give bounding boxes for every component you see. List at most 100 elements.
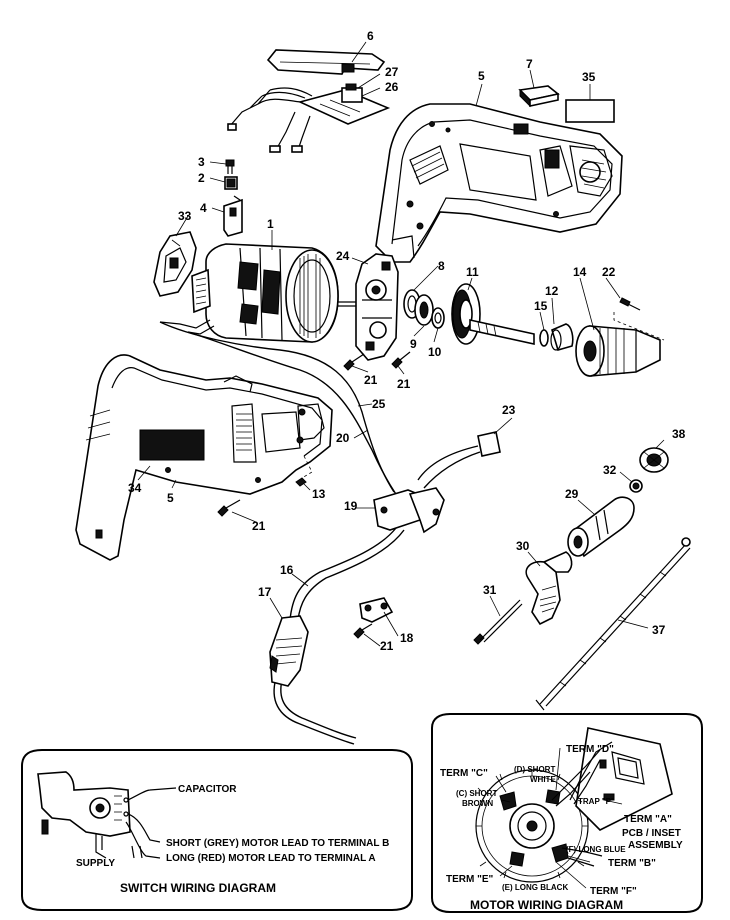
term-a-label: TERM "A" (624, 814, 672, 825)
leader-lines (137, 41, 665, 647)
callout-21b: 21 (397, 377, 411, 391)
part-24-bearing-plate (355, 253, 399, 361)
callout-3: 3 (198, 155, 205, 169)
callout-27: 27 (385, 65, 399, 79)
callout-2: 2 (198, 171, 205, 185)
lead-a-label: LONG (RED) MOTOR LEAD TO TERMINAL A (166, 853, 376, 864)
capacitor-label: CAPACITOR (178, 784, 237, 795)
callout-26: 26 (385, 80, 399, 94)
part-25-20-leads (159, 321, 401, 501)
part-2-brush (224, 176, 238, 190)
part-15-washer (539, 329, 549, 347)
term-e-label: TERM "E" (446, 874, 494, 885)
callout-numbers: 6 27 26 5 7 35 3 2 4 33 1 24 8 11 12 14 … (128, 29, 686, 653)
callout-19: 19 (344, 499, 358, 513)
callout-1: 1 (267, 217, 274, 231)
part-4-bracket (223, 195, 243, 237)
callout-8: 8 (438, 259, 445, 273)
long-black-label: (E) LONG BLACK (502, 883, 568, 892)
short-white-label-1: (D) SHORT (514, 765, 555, 774)
part-18-clamp (359, 597, 394, 623)
callout-30: 30 (516, 539, 530, 553)
part-17-strain-relief (269, 615, 309, 687)
callout-11: 11 (466, 265, 479, 279)
part-22-screw (613, 297, 665, 341)
part-1-motor (159, 243, 356, 343)
part-5-housing-right (375, 103, 623, 263)
callout-16: 16 (280, 563, 294, 577)
part-21-screw-d (353, 623, 373, 639)
callout-20: 20 (336, 431, 350, 445)
callout-15: 15 (534, 299, 548, 313)
part-3-screw (225, 159, 235, 174)
part-11-gear-spindle (451, 283, 535, 345)
part-21-screw-c (217, 499, 241, 517)
callout-37: 37 (652, 623, 666, 637)
callout-17: 17 (258, 585, 272, 599)
callout-7: 7 (526, 57, 533, 71)
callout-13: 13 (312, 487, 326, 501)
callout-10: 10 (428, 345, 442, 359)
callout-35: 35 (582, 70, 596, 84)
part-13-screw (295, 477, 307, 487)
short-brown-label-1: (C) SHORT (456, 789, 497, 798)
trap-p-label: TRAP "P" (578, 797, 615, 806)
term-f-label: TERM "F" (590, 886, 637, 897)
callout-32: 32 (603, 463, 617, 477)
switch-diagram-title: SWITCH WIRING DIAGRAM (120, 881, 276, 895)
pcb-label-1: PCB / INSET (622, 828, 681, 839)
callout-25: 25 (372, 397, 386, 411)
part-32-nut (629, 479, 643, 493)
part-23-connector (417, 431, 501, 489)
pcb-label-2: ASSEMBLY (628, 840, 683, 851)
callout-29: 29 (565, 487, 579, 501)
part-21-screw-a (343, 353, 365, 371)
term-b-label: TERM "B" (608, 858, 656, 869)
motor-wiring-diagram: TERM "D" TERM "C" (D) SHORT WHITE (C) SH… (431, 713, 703, 913)
callout-12: 12 (545, 284, 559, 298)
part-33-brush-holder (153, 231, 197, 297)
callout-6: 6 (367, 29, 374, 43)
callout-38: 38 (672, 427, 686, 441)
part-26-27-switch-pcb (227, 83, 391, 153)
callout-21a: 21 (364, 373, 378, 387)
part-30-handle-clamp (525, 551, 573, 626)
short-brown-label-2: BROWN (462, 799, 493, 808)
part-31-bolt (473, 599, 523, 645)
lead-b-label: SHORT (GREY) MOTOR LEAD TO TERMINAL B (166, 838, 389, 849)
part-16-power-cord (273, 527, 405, 745)
part-29-side-handle (567, 496, 635, 558)
long-blue-label: (F) LONG BLUE (566, 845, 626, 854)
callout-21c: 21 (252, 519, 266, 533)
part-10-bearing (431, 307, 445, 329)
short-white-label-2: WHITE (530, 775, 556, 784)
callout-34: 34 (128, 481, 142, 495)
callout-22: 22 (602, 265, 616, 279)
callout-9: 9 (410, 337, 417, 351)
motor-diagram-title: MOTOR WIRING DIAGRAM (470, 898, 623, 912)
callout-21d: 21 (380, 639, 394, 653)
part-14-chuck (575, 325, 661, 377)
part-38-knob (639, 447, 669, 473)
callout-18: 18 (400, 631, 414, 645)
callout-14: 14 (573, 265, 587, 279)
switch-wiring-diagram: CAPACITOR SHORT (GREY) MOTOR LEAD TO TER… (21, 749, 413, 911)
part-6-cover (266, 49, 386, 75)
part-5-housing-left (75, 354, 333, 561)
part-37-depth-rod (535, 537, 691, 711)
part-19-cord-clamp (373, 487, 445, 534)
part-7-lock-button (518, 85, 560, 108)
callout-31: 31 (483, 583, 497, 597)
term-c-label: TERM "C" (440, 768, 488, 779)
supply-label: SUPPLY (76, 858, 115, 869)
callout-33: 33 (178, 209, 192, 223)
callout-5a: 5 (478, 69, 485, 83)
callout-4: 4 (200, 201, 207, 215)
callout-23: 23 (502, 403, 516, 417)
part-12-bushing (550, 323, 574, 351)
term-d-label: TERM "D" (566, 744, 614, 755)
part-35-label (565, 99, 615, 123)
callout-5b: 5 (167, 491, 174, 505)
callout-24: 24 (336, 249, 350, 263)
